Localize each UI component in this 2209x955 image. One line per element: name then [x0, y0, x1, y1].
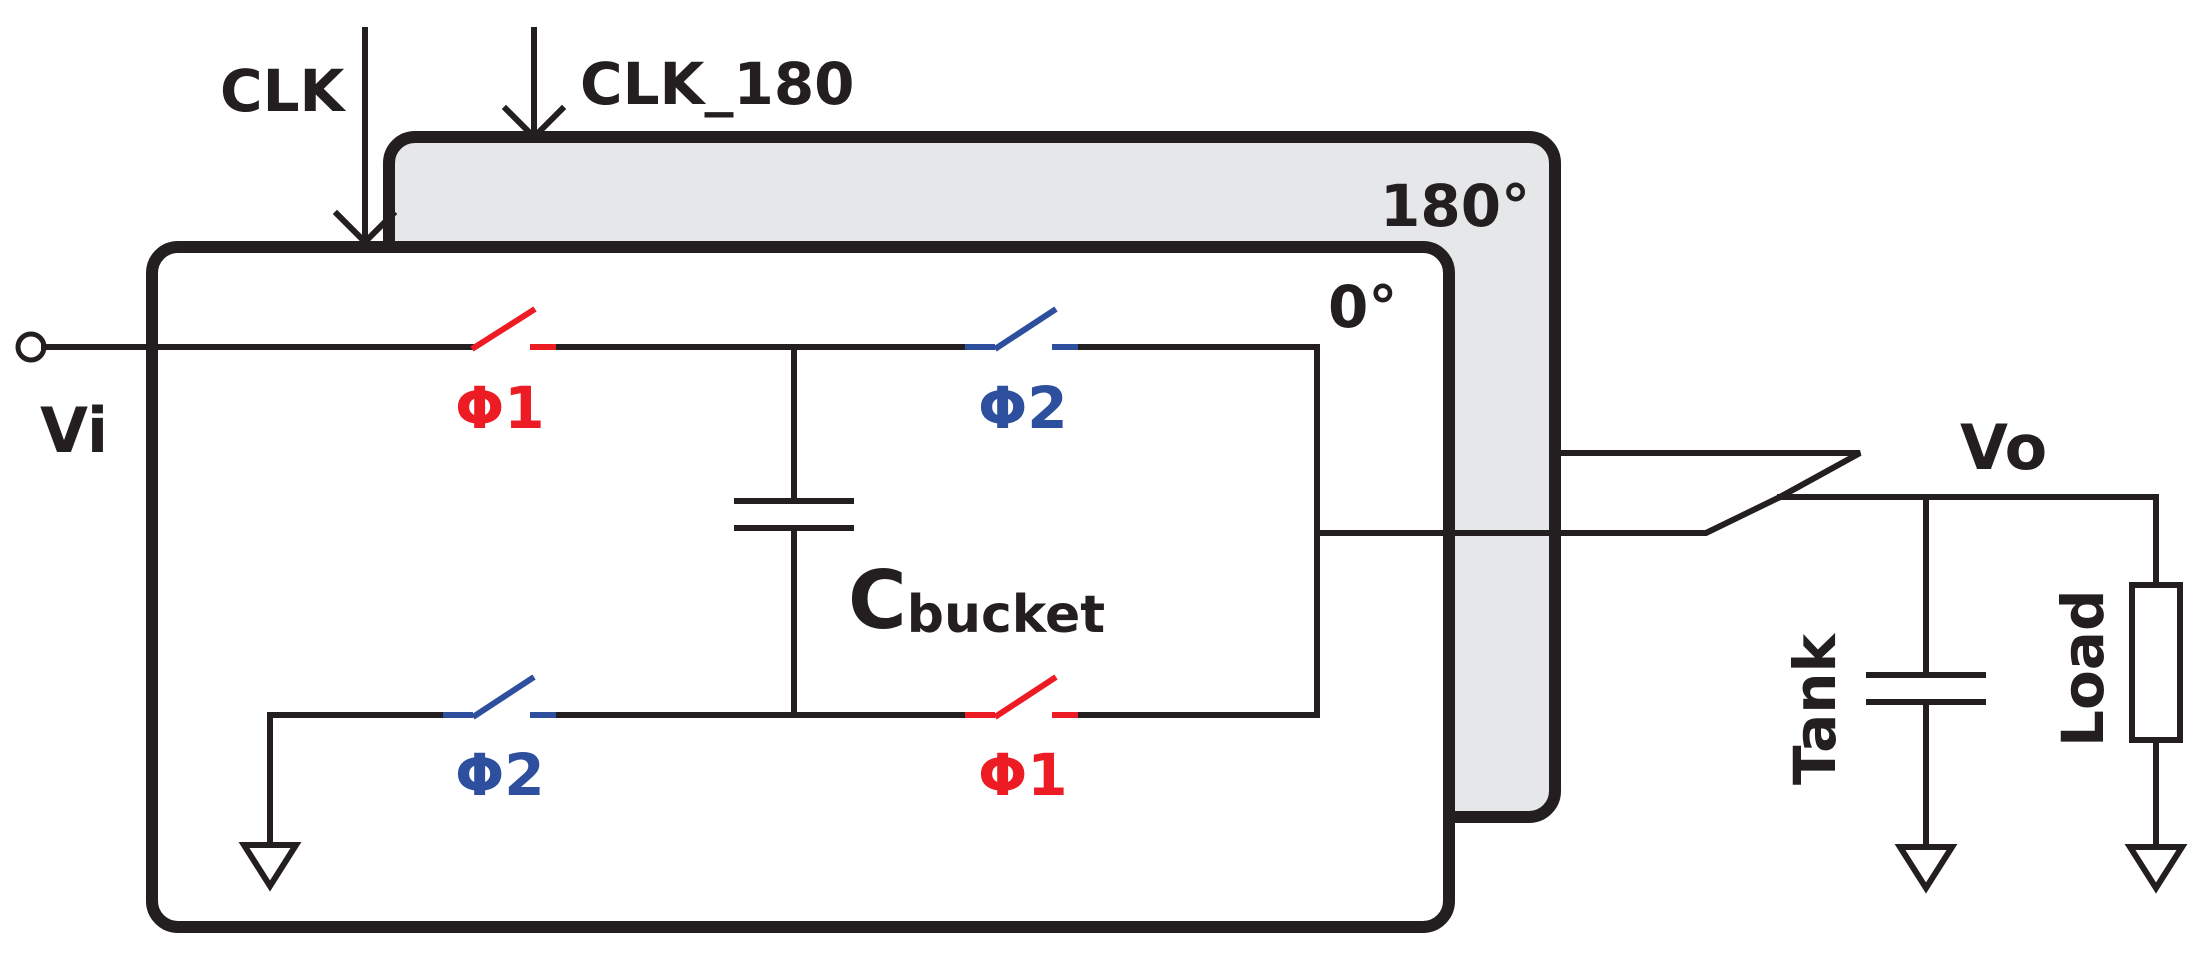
- clk-180-arrow: [501, 27, 567, 142]
- phase-0-block: [146, 241, 1455, 933]
- wire-out-back: [1552, 450, 1862, 502]
- switch-phi2-top: [965, 306, 1078, 352]
- switch-phi2-bottom: [443, 674, 556, 720]
- phi2-top-label: Φ2: [978, 374, 1068, 442]
- clk-label: CLK: [220, 57, 347, 125]
- phi1-bottom-label: Φ1: [978, 741, 1068, 809]
- phi2-bottom-label: Φ2: [455, 741, 545, 809]
- vi-label: Vi: [40, 394, 108, 467]
- clk-arrow: [332, 27, 398, 247]
- wire-bottom-left: [267, 712, 446, 846]
- ground-symbol-load: [2124, 844, 2188, 894]
- ground-symbol-tank: [1894, 844, 1958, 894]
- clk-180-label: CLK_180: [580, 50, 855, 118]
- switch-phi1-bottom: [965, 674, 1078, 720]
- cbucket-label: Cbucket: [848, 554, 1105, 647]
- load-resistor: [2129, 582, 2183, 743]
- vo-label: Vo: [1960, 411, 2047, 484]
- switch-phi1-top: [470, 306, 556, 352]
- ground-symbol-left: [238, 842, 302, 892]
- wire-vo-node: [1777, 494, 2159, 588]
- phi1-top-label: Φ1: [455, 374, 545, 442]
- vi-terminal: [15, 331, 47, 363]
- wire-out-front: [1314, 492, 1785, 536]
- tank-label: Tank: [1781, 632, 1849, 785]
- phase-0-label: 0°: [1328, 273, 1397, 341]
- cbucket-label-subscript: bucket: [907, 585, 1105, 645]
- cbucket-label-main: C: [848, 554, 907, 647]
- phase-180-label: 180°: [1380, 172, 1530, 240]
- load-label: Load: [2049, 590, 2117, 747]
